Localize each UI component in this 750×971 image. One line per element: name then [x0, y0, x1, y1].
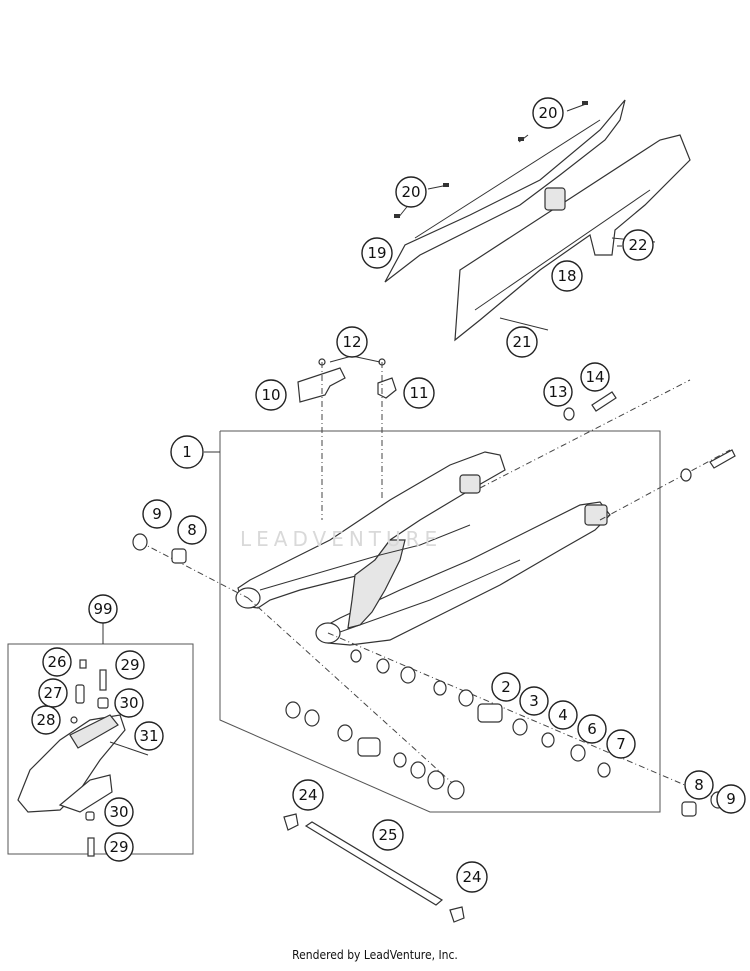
callout-13: 13 — [543, 377, 573, 407]
callout-1: 1 — [170, 435, 204, 469]
callout-10: 10 — [255, 379, 287, 411]
svg-text:29: 29 — [109, 838, 128, 856]
callout-24-bottom: 24 — [456, 861, 488, 893]
left-bushing-parts — [132, 533, 187, 564]
svg-text:29: 29 — [120, 656, 139, 674]
svg-text:30: 30 — [109, 803, 128, 821]
svg-text:99: 99 — [93, 600, 112, 618]
svg-text:28: 28 — [36, 711, 55, 729]
callout-8-left: 8 — [177, 515, 207, 545]
callout-2: 2 — [491, 672, 521, 702]
svg-text:20: 20 — [401, 183, 420, 201]
callout-99: 99 — [88, 594, 118, 624]
callout-27: 27 — [38, 678, 68, 708]
callout-6: 6 — [577, 714, 607, 744]
svg-text:4: 4 — [558, 706, 568, 724]
callout-19: 19 — [361, 237, 393, 269]
callout-4: 4 — [548, 700, 578, 730]
callout-14: 14 — [580, 362, 610, 392]
callout-11: 11 — [403, 377, 435, 409]
svg-text:20: 20 — [538, 104, 557, 122]
svg-text:10: 10 — [261, 386, 280, 404]
svg-text:2: 2 — [501, 678, 511, 696]
callout-8-right: 8 — [684, 770, 714, 800]
callout-9-left: 9 — [142, 499, 172, 529]
callout-28: 28 — [31, 705, 61, 735]
callout-3: 3 — [519, 686, 549, 716]
svg-text:19: 19 — [367, 244, 386, 262]
chain-guard-part — [454, 134, 691, 342]
svg-text:8: 8 — [694, 776, 704, 794]
callout-20-mid: 20 — [395, 176, 427, 208]
callout-21: 21 — [506, 326, 538, 358]
callout-20-top: 20 — [532, 97, 564, 129]
svg-text:26: 26 — [47, 653, 66, 671]
svg-text:24: 24 — [298, 786, 317, 804]
callout-7: 7 — [606, 729, 636, 759]
swingarm-assembly-frame — [204, 430, 661, 813]
svg-text:12: 12 — [342, 333, 361, 351]
bearing-stacks — [285, 649, 726, 817]
chain-guide-kit-parts — [17, 659, 149, 857]
callout-18: 18 — [551, 260, 583, 292]
svg-text:3: 3 — [529, 692, 539, 710]
svg-text:13: 13 — [548, 383, 567, 401]
chain-guide-kit-frame — [7, 623, 194, 855]
svg-text:14: 14 — [585, 368, 604, 386]
svg-text:6: 6 — [587, 720, 597, 738]
callout-22: 22 — [622, 229, 654, 261]
callout-29-bottom: 29 — [104, 832, 134, 862]
svg-text:9: 9 — [726, 790, 736, 808]
svg-text:7: 7 — [616, 735, 626, 753]
svg-text:31: 31 — [139, 727, 158, 745]
svg-text:18: 18 — [557, 267, 576, 285]
callout-26: 26 — [42, 647, 72, 677]
svg-text:8: 8 — [187, 521, 197, 539]
callout-30-bottom: 30 — [104, 797, 134, 827]
svg-text:11: 11 — [409, 384, 428, 402]
footer-credit: Rendered by LeadVenture, Inc. — [292, 948, 458, 962]
callout-29-top: 29 — [115, 650, 145, 680]
svg-text:9: 9 — [152, 505, 162, 523]
callout-30-top: 30 — [114, 688, 144, 718]
svg-text:30: 30 — [119, 694, 138, 712]
svg-text:25: 25 — [378, 826, 397, 844]
cable-clips — [297, 358, 397, 403]
watermark: LEADVENTURE — [240, 527, 443, 551]
swingarm-part — [235, 451, 611, 646]
callout-31: 31 — [134, 721, 164, 751]
chain-slider-part — [384, 99, 626, 283]
svg-text:22: 22 — [628, 236, 647, 254]
svg-text:21: 21 — [512, 333, 531, 351]
assembly-axis-lines — [139, 362, 731, 801]
callout-25: 25 — [372, 819, 404, 851]
right-bolts — [563, 391, 736, 482]
callout-24-top: 24 — [292, 779, 324, 811]
svg-text:27: 27 — [43, 684, 62, 702]
svg-text:1: 1 — [182, 443, 192, 461]
callout-9-right: 9 — [716, 784, 746, 814]
callout-12: 12 — [336, 326, 368, 358]
pivot-axle-part — [283, 813, 465, 923]
svg-text:24: 24 — [462, 868, 481, 886]
